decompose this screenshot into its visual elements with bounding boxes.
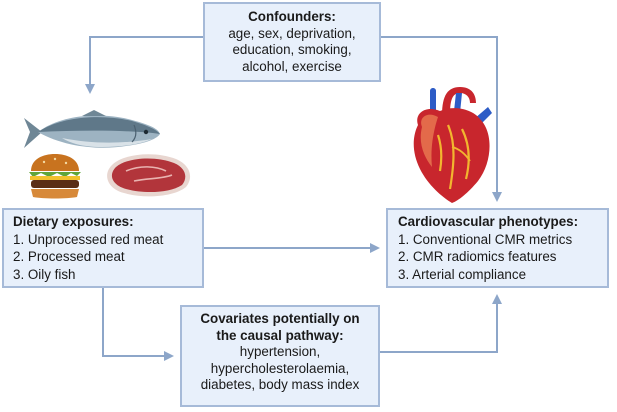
confounders-title: Confounders: — [248, 9, 336, 24]
dietary-title: Dietary exposures: — [13, 214, 134, 229]
confounders-line: age, sex, deprivation, — [228, 25, 356, 41]
dietary-item: 1. Unprocessed red meat — [13, 231, 164, 247]
covariates-box: Covariates potentially on the causal pat… — [180, 305, 380, 407]
fish-icon — [24, 110, 160, 148]
arrow-covariates-to-cardio — [380, 294, 502, 353]
covariates-title: Covariates potentially on — [200, 311, 360, 326]
cardio-item: 1. Conventional CMR metrics — [398, 231, 573, 247]
dietary-item: 3. Oily fish — [13, 266, 76, 282]
dietary-item: 2. Processed meat — [13, 249, 125, 264]
covariates-title: the causal pathway: — [216, 327, 344, 343]
confounders-line: alcohol, exercise — [242, 58, 342, 74]
cardio-item: 3. Arterial compliance — [398, 266, 527, 282]
cardiovascular-phenotypes-box: Cardiovascular phenotypes: 1. Convention… — [386, 208, 609, 288]
steak-icon — [107, 154, 191, 197]
covariates-line: hypertension, — [239, 344, 321, 359]
confounders-box: Confounders: age, sex, deprivation, educ… — [203, 2, 381, 82]
cardio-title: Cardiovascular phenotypes: — [398, 214, 579, 229]
arrow-dietary-to-covariates — [102, 288, 174, 361]
covariates-line: diabetes, body mass index — [200, 377, 360, 392]
heart-icon — [413, 87, 492, 203]
cardio-item: 2. CMR radiomics features — [398, 249, 557, 264]
burger-icon — [29, 154, 81, 199]
arrow-confounders-to-cardio — [381, 36, 502, 202]
arrow-confounders-to-dietary — [85, 36, 203, 94]
dietary-exposures-box: Dietary exposures: 1. Unprocessed red me… — [2, 208, 204, 288]
covariates-line: hypercholesterolaemia, — [210, 360, 350, 376]
confounders-line: education, smoking, — [232, 42, 352, 57]
